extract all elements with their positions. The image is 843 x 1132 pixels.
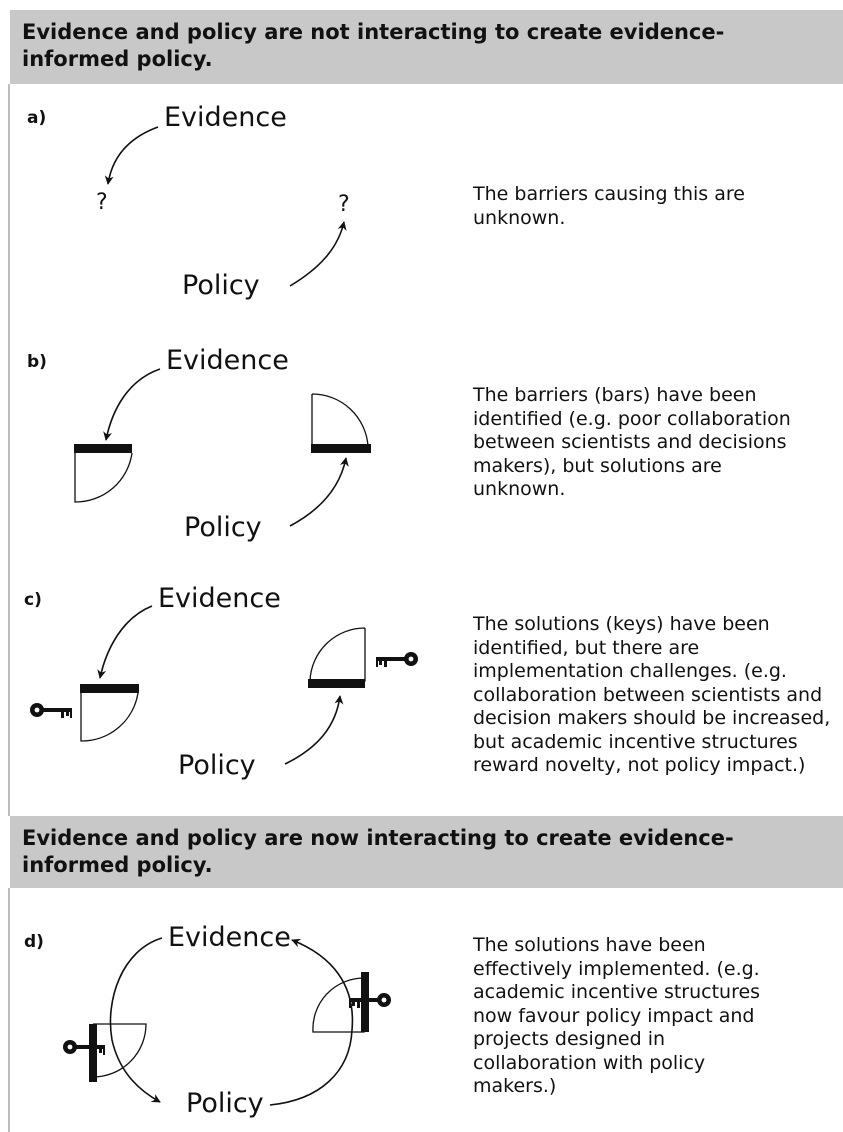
panel-b-right-barrier-bar-icon (311, 444, 371, 453)
panel-d-left-key-icon (63, 1040, 105, 1055)
panel-c-policy: Policy (178, 750, 256, 781)
header-not-interacting-text: Evidence and policy are not interacting … (22, 20, 725, 71)
panel-b-evidence: Evidence (166, 345, 289, 376)
panel-b-left-door-icon (74, 452, 133, 503)
panel-d-policy-to-evidence-arrow-icon (269, 938, 354, 1106)
panel-b-policy-arrow-icon (289, 457, 349, 527)
panel-d-description: The solutions have been effectively impl… (473, 934, 761, 1097)
panel-c-evidence: Evidence (158, 583, 281, 614)
panel-a-question-mark-left: ? (96, 190, 108, 215)
panel-b-right-door-icon (311, 393, 369, 447)
panel-a-description: The barriers causing this are unknown. (473, 183, 745, 229)
panel-a-evidence-arrow-icon (104, 126, 159, 185)
panel-d-left-door-icon (92, 1023, 147, 1078)
panel-b-description: The barriers (bars) have been identified… (473, 384, 791, 500)
panel-d-right-door-icon (312, 977, 365, 1033)
panel-c-policy-arrow-icon (284, 695, 344, 765)
panel-d-right-key-icon (349, 993, 391, 1008)
panel-c-right-key-icon (376, 652, 418, 667)
panel-c-left-door-icon (80, 692, 139, 742)
panel-b-label: b) (27, 352, 47, 372)
panel-b-policy: Policy (184, 512, 262, 543)
panel-c-left-key-icon (30, 703, 72, 718)
panel-c-evidence-arrow-icon (97, 605, 153, 679)
left-rule-bottom (8, 888, 10, 1132)
panel-a-evidence: Evidence (164, 102, 287, 133)
panel-c-label: c) (24, 590, 42, 610)
panel-b-left-barrier-bar-icon (74, 444, 132, 453)
panel-a-question-mark-right: ? (338, 192, 350, 217)
panel-c-left-barrier-bar-icon (80, 684, 139, 693)
header-interacting-text: Evidence and policy are now interacting … (22, 826, 734, 877)
panel-c-description: The solutions (keys) have been identifie… (473, 613, 831, 776)
panel-d-left-barrier-bar-icon (89, 1024, 97, 1082)
panel-d-evidence-to-policy-arrow-icon (109, 937, 163, 1103)
header-interacting: Evidence and policy are now interacting … (10, 816, 843, 888)
panel-c-right-barrier-bar-icon (308, 679, 365, 688)
panel-c-right-door-icon (309, 627, 366, 682)
panel-b-evidence-arrow-icon (103, 368, 161, 441)
header-not-interacting: Evidence and policy are not interacting … (10, 10, 843, 84)
panel-d-label: d) (24, 932, 44, 952)
panel-a-policy-arrow-icon (289, 221, 347, 287)
left-rule-top (8, 84, 10, 816)
panel-a-label: a) (27, 108, 47, 128)
panel-a-policy: Policy (182, 270, 260, 301)
panel-d-policy: Policy (186, 1088, 264, 1119)
panel-d-evidence: Evidence (168, 922, 291, 953)
